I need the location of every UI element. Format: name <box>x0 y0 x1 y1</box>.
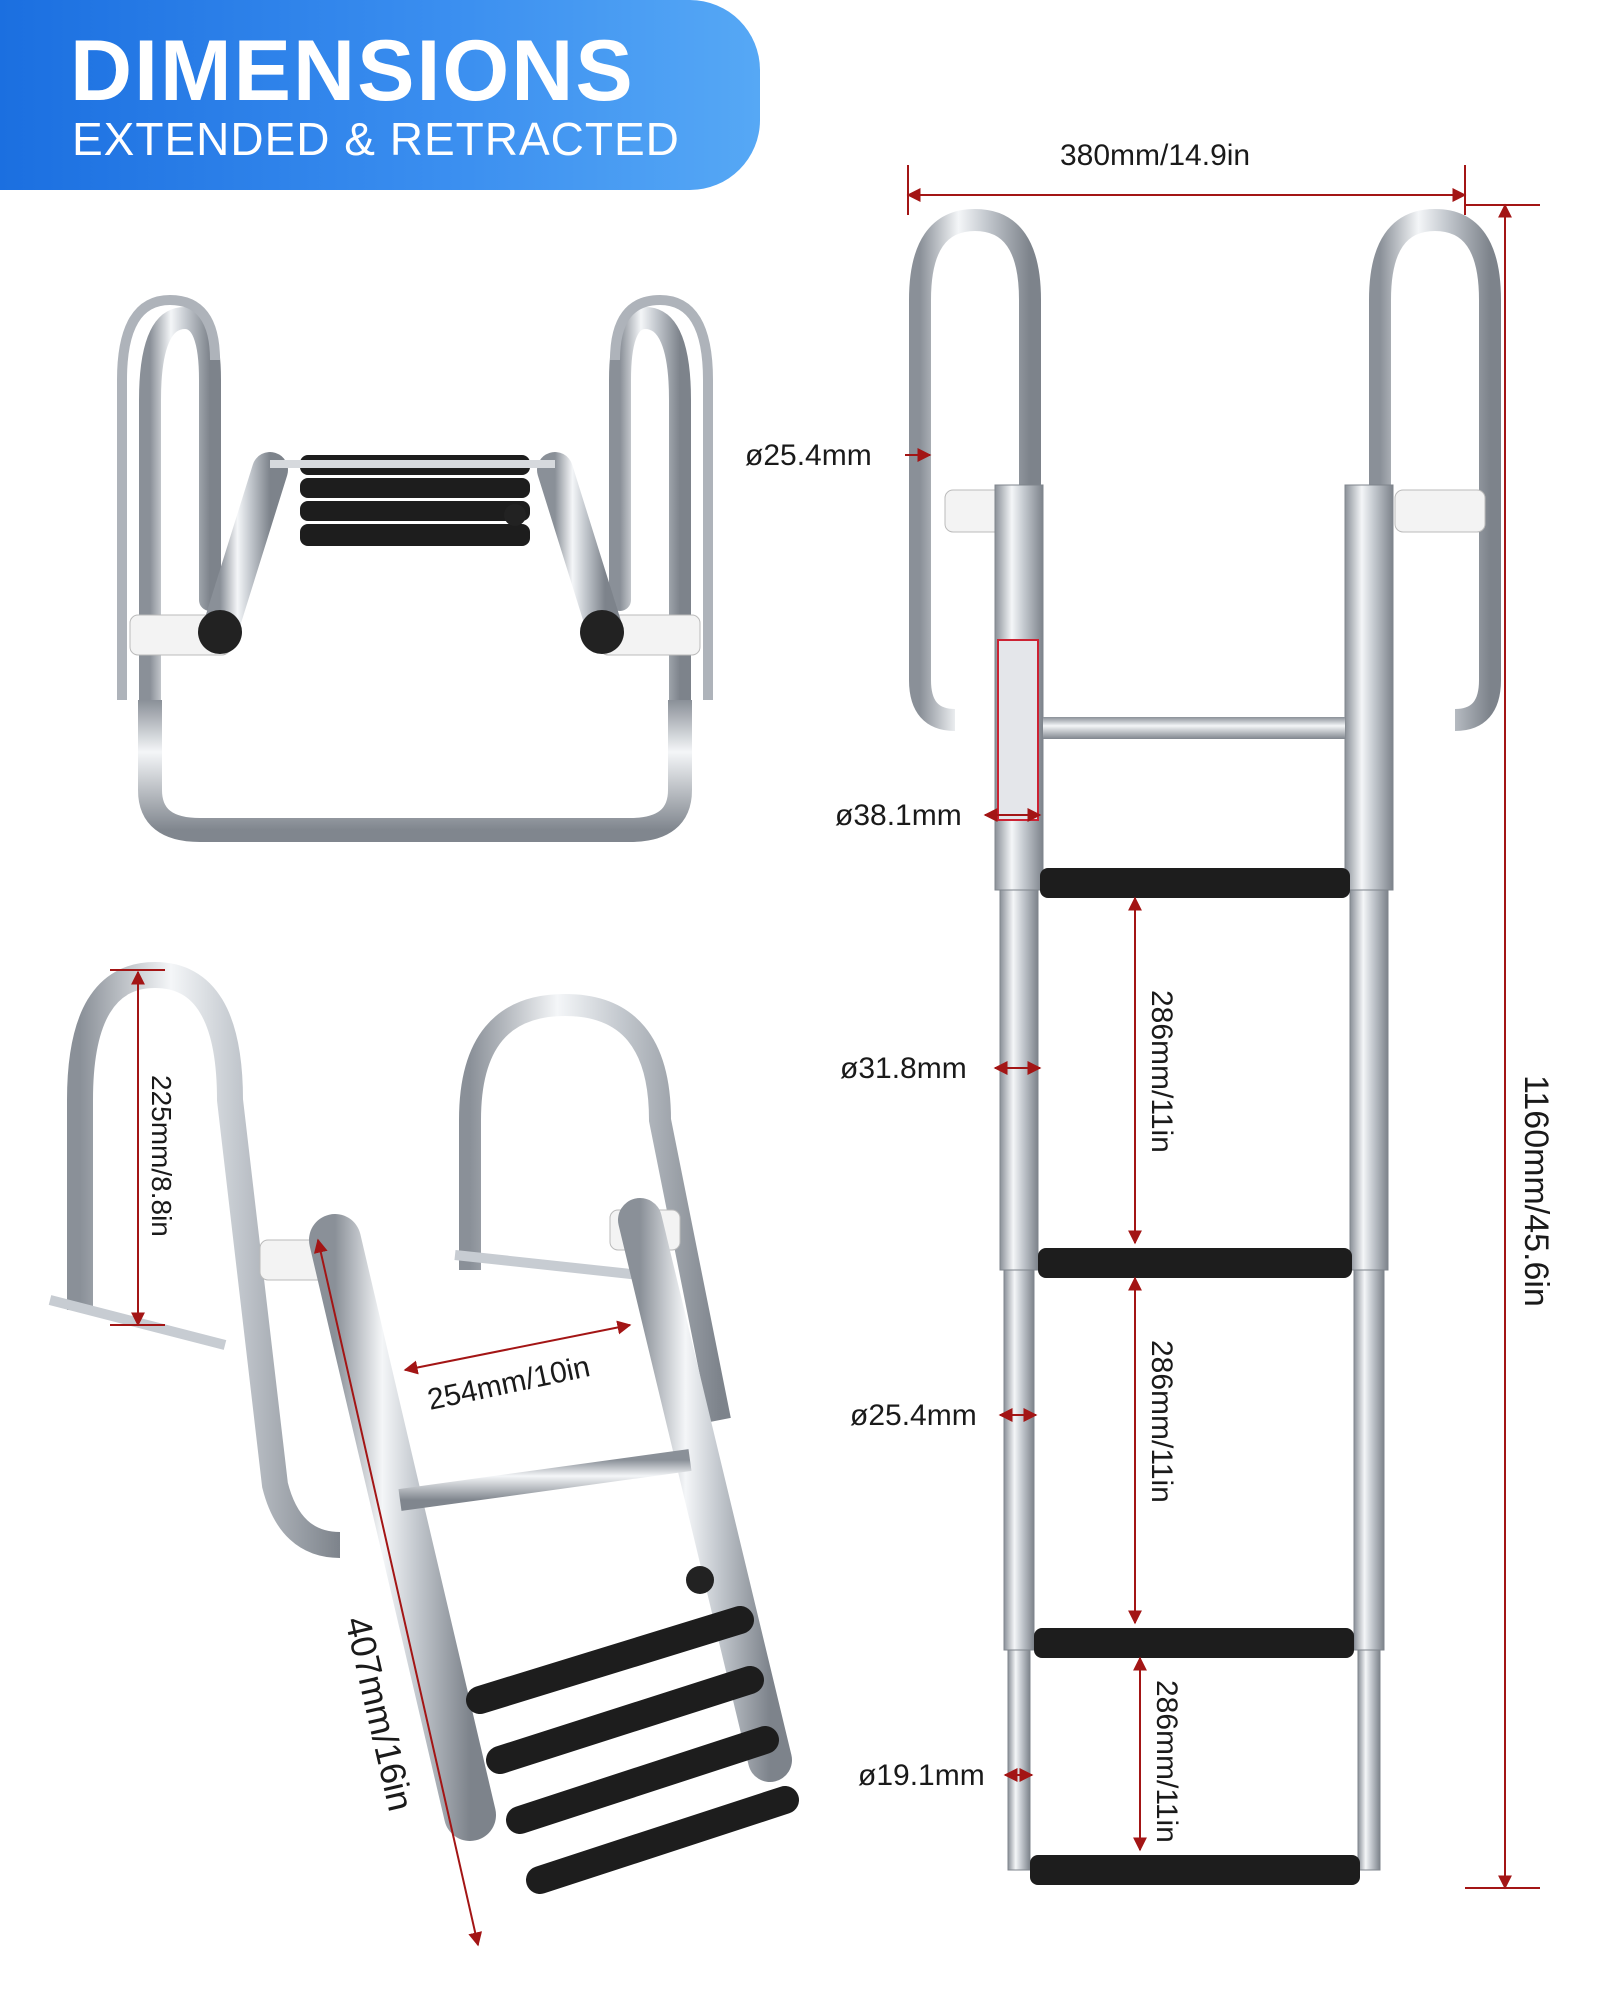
step-spacing-2-label: 286mm/11in <box>1145 1340 1178 1503</box>
step-tread <box>1034 1628 1354 1658</box>
title-banner: DIMENSIONS EXTENDED & RETRACTED <box>0 0 760 190</box>
retracted-front-view <box>117 294 713 842</box>
total-height-label: 1160mm/45.6in <box>1517 1075 1555 1307</box>
banner-subtitle: EXTENDED & RETRACTED <box>72 113 680 165</box>
tube-diameter-1-label: ø38.1mm <box>835 799 962 832</box>
step-tread <box>1040 868 1350 898</box>
width-top-label: 380mm/14.9in <box>1060 139 1250 172</box>
step-tread <box>1038 1248 1352 1278</box>
tube-diameter-3-label: ø25.4mm <box>850 1399 977 1432</box>
step-spacing-3-label: 286mm/11in <box>1150 1680 1183 1843</box>
tube-diameter-4-label: ø19.1mm <box>858 1759 985 1792</box>
banner-title: DIMENSIONS <box>70 23 635 119</box>
handle-height-label: 225mm/8.8in <box>146 1075 177 1237</box>
step-spacing-1-label: 286mm/11in <box>1145 990 1178 1153</box>
handrail-diameter-label: ø25.4mm <box>745 439 872 472</box>
extended-front-view <box>909 208 1501 1885</box>
step-tread <box>1030 1855 1360 1885</box>
dimension-lines <box>110 165 1540 1947</box>
tube-diameter-2-label: ø31.8mm <box>840 1052 967 1085</box>
